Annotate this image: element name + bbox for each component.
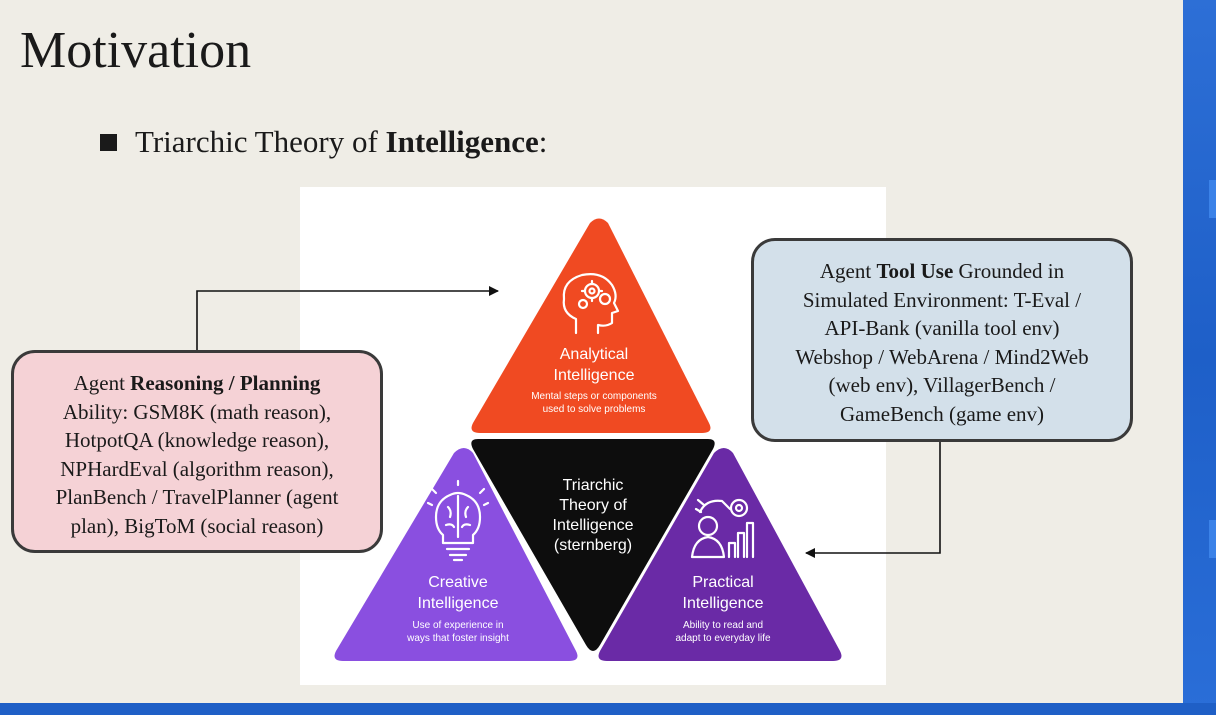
creative-title-line: Creative [428,574,488,591]
center-label-line: Triarchic [562,477,624,494]
center-label-line: Intelligence [552,517,634,534]
slide-title: Motivation [20,22,252,79]
center-triangle [471,439,715,651]
edge-tick [1209,180,1216,218]
creative-desc-line: ways that foster insight [407,633,509,644]
analytical-title-line: Intelligence [553,367,635,384]
left-connector-arrow [196,286,499,350]
right-window-edge [1183,0,1216,715]
right-connector-arrow [805,442,941,558]
tool-box-line: (web env), VillagerBench / [828,373,1056,397]
practical-title-line: Practical [692,574,754,591]
tool-box-line: Webshop / WebArena / Mind2Web [795,344,1089,369]
reasoning-box-heading: Agent Reasoning / Planning [14,369,380,398]
bullet-suffix: : [538,124,548,159]
bullet-item: Triarchic Theory of Intelligence: [100,124,547,160]
creative-desc-line: Use of experience in [412,620,504,631]
tool-box-heading-bold: Tool Use [876,259,954,283]
practical-description: Ability to read and adapt to everyday li… [638,619,808,645]
bullet-square-icon [100,133,117,151]
bullet-prefix: Triarchic Theory of [135,124,386,159]
connector-arrows [196,286,941,558]
bottom-window-edge [0,703,1216,715]
analytical-description: Mental steps or components used to solve… [509,390,679,416]
reasoning-box-heading-prefix: Agent [73,371,131,395]
analytical-desc-line: used to solve problems [542,404,646,415]
reasoning-box-line: NPHardEval (algorithm reason), [60,456,334,481]
center-label: Triarchic Theory of Intelligence (sternb… [518,476,668,556]
person-chart-icon [690,498,755,559]
center-label-line: Theory of [559,497,627,514]
tool-box-heading-suffix: Grounded in [953,259,1065,283]
practical-title-line: Intelligence [682,595,764,612]
head-gears-icon [562,273,620,335]
creative-description: Use of experience in ways that foster in… [373,619,543,645]
creative-title: Creative Intelligence [383,572,533,614]
tool-use-box: Agent Tool Use Grounded in Simulated Env… [751,238,1133,442]
reasoning-box-line: PlanBench / TravelPlanner (agent [55,485,339,509]
bullet-emphasis: Intelligence [385,124,539,159]
tool-box-line: GameBench (game env) [839,401,1045,426]
tool-box-line: Simulated Environment: T-Eval / [802,287,1082,312]
practical-triangle [598,448,842,661]
analytical-title: Analytical Intelligence [519,344,669,386]
tool-box-heading: Agent Tool Use Grounded in [754,257,1130,286]
tool-box-line: API-Bank (vanilla tool env) [824,316,1060,340]
creative-title-line: Intelligence [417,595,499,612]
practical-title: Practical Intelligence [648,572,798,614]
tool-box-heading-prefix: Agent [819,259,877,283]
reasoning-box-line: Ability: GSM8K (math reason), [62,399,332,424]
slide: Motivation Triarchic Theory of Intellige… [11,22,1133,685]
brain-bulb-icon [426,479,490,562]
practical-desc-line: adapt to everyday life [675,633,771,644]
analytical-triangle [471,218,711,433]
triangle-diagram [334,218,842,661]
analytical-desc-line: Mental steps or components [531,391,657,402]
reasoning-box-line: HotpotQA (knowledge reason), [64,428,330,452]
practical-desc-line: Ability to read and [682,620,764,631]
edge-tick [1209,520,1216,558]
center-label-line: (sternberg) [553,537,633,554]
reasoning-box-heading-bold: Reasoning / Planning [130,371,321,395]
bullet-text: Triarchic Theory of Intelligence: [135,124,547,160]
reasoning-planning-box: Agent Reasoning / Planning Ability: GSM8… [11,350,383,553]
reasoning-box-line: plan), BigToM (social reason) [70,513,324,538]
analytical-title-line: Analytical [559,346,629,363]
